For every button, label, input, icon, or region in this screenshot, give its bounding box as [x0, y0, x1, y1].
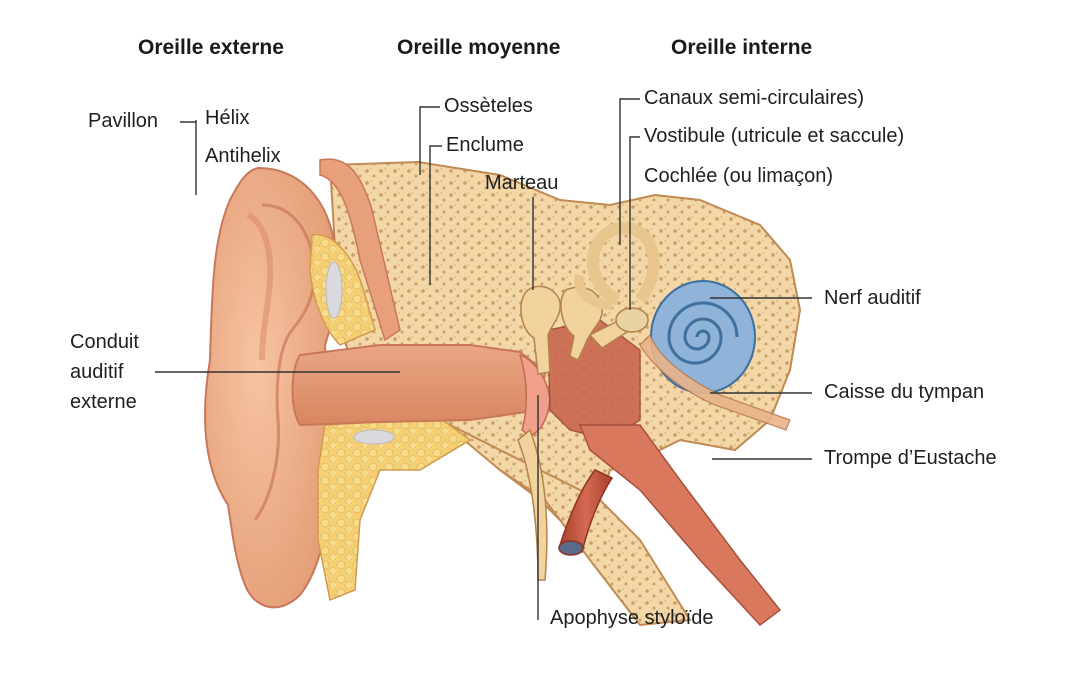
leader-lines	[155, 98, 812, 620]
label-osseteles: Ossèteles	[444, 95, 533, 117]
label-apophyse-styloide: Apophyse styloïde	[550, 607, 714, 629]
semicircular-canal-2	[574, 273, 613, 310]
label-conduit-line3: externe	[70, 391, 137, 413]
cartilage-lower-core	[353, 429, 395, 445]
skin-layer	[319, 158, 401, 342]
header-middle-ear: Oreille moyenne	[397, 36, 561, 59]
malleus	[520, 285, 561, 375]
label-caisse-tympan: Caisse du tympan	[824, 381, 985, 403]
cartilage-upper-core	[325, 261, 343, 319]
label-pavillon: Pavillon	[88, 110, 159, 132]
header-inner-ear: Oreille interne	[671, 36, 813, 59]
vestibule	[615, 307, 649, 333]
label-trompe-eustache: Trompe d’Eustache	[824, 447, 997, 469]
header-outer-ear: Oreille externe	[138, 36, 284, 59]
label-canaux: Canaux semi-circulaires)	[644, 87, 865, 109]
auditory-nerve	[639, 333, 791, 431]
label-helix: Hélix	[205, 107, 250, 129]
label-marteau: Marteau	[485, 172, 559, 194]
semicircular-canals	[586, 221, 660, 306]
label-cochlee: Cochlée (ou limaçon)	[644, 165, 833, 187]
label-vostibule: Vostibule (utricule et saccule)	[644, 125, 905, 147]
lower-bone	[439, 419, 692, 627]
pinna-inner-fold	[253, 203, 316, 521]
label-conduit-line2: auditif	[70, 361, 124, 383]
cartilage-lower	[317, 417, 472, 602]
ear-canal	[291, 344, 547, 427]
cochlea-spiral	[667, 301, 739, 365]
label-nerf-auditif: Nerf auditif	[824, 287, 921, 309]
styloid-process	[517, 428, 548, 581]
blood-vessel-opening	[558, 540, 584, 556]
label-enclume: Enclume	[446, 134, 524, 156]
antihelix-ridge	[246, 212, 274, 361]
blood-vessel	[559, 469, 614, 553]
eustachian-tube	[578, 424, 782, 627]
label-conduit-line1: Conduit	[70, 331, 139, 353]
label-antihelix: Antihelix	[205, 145, 281, 167]
